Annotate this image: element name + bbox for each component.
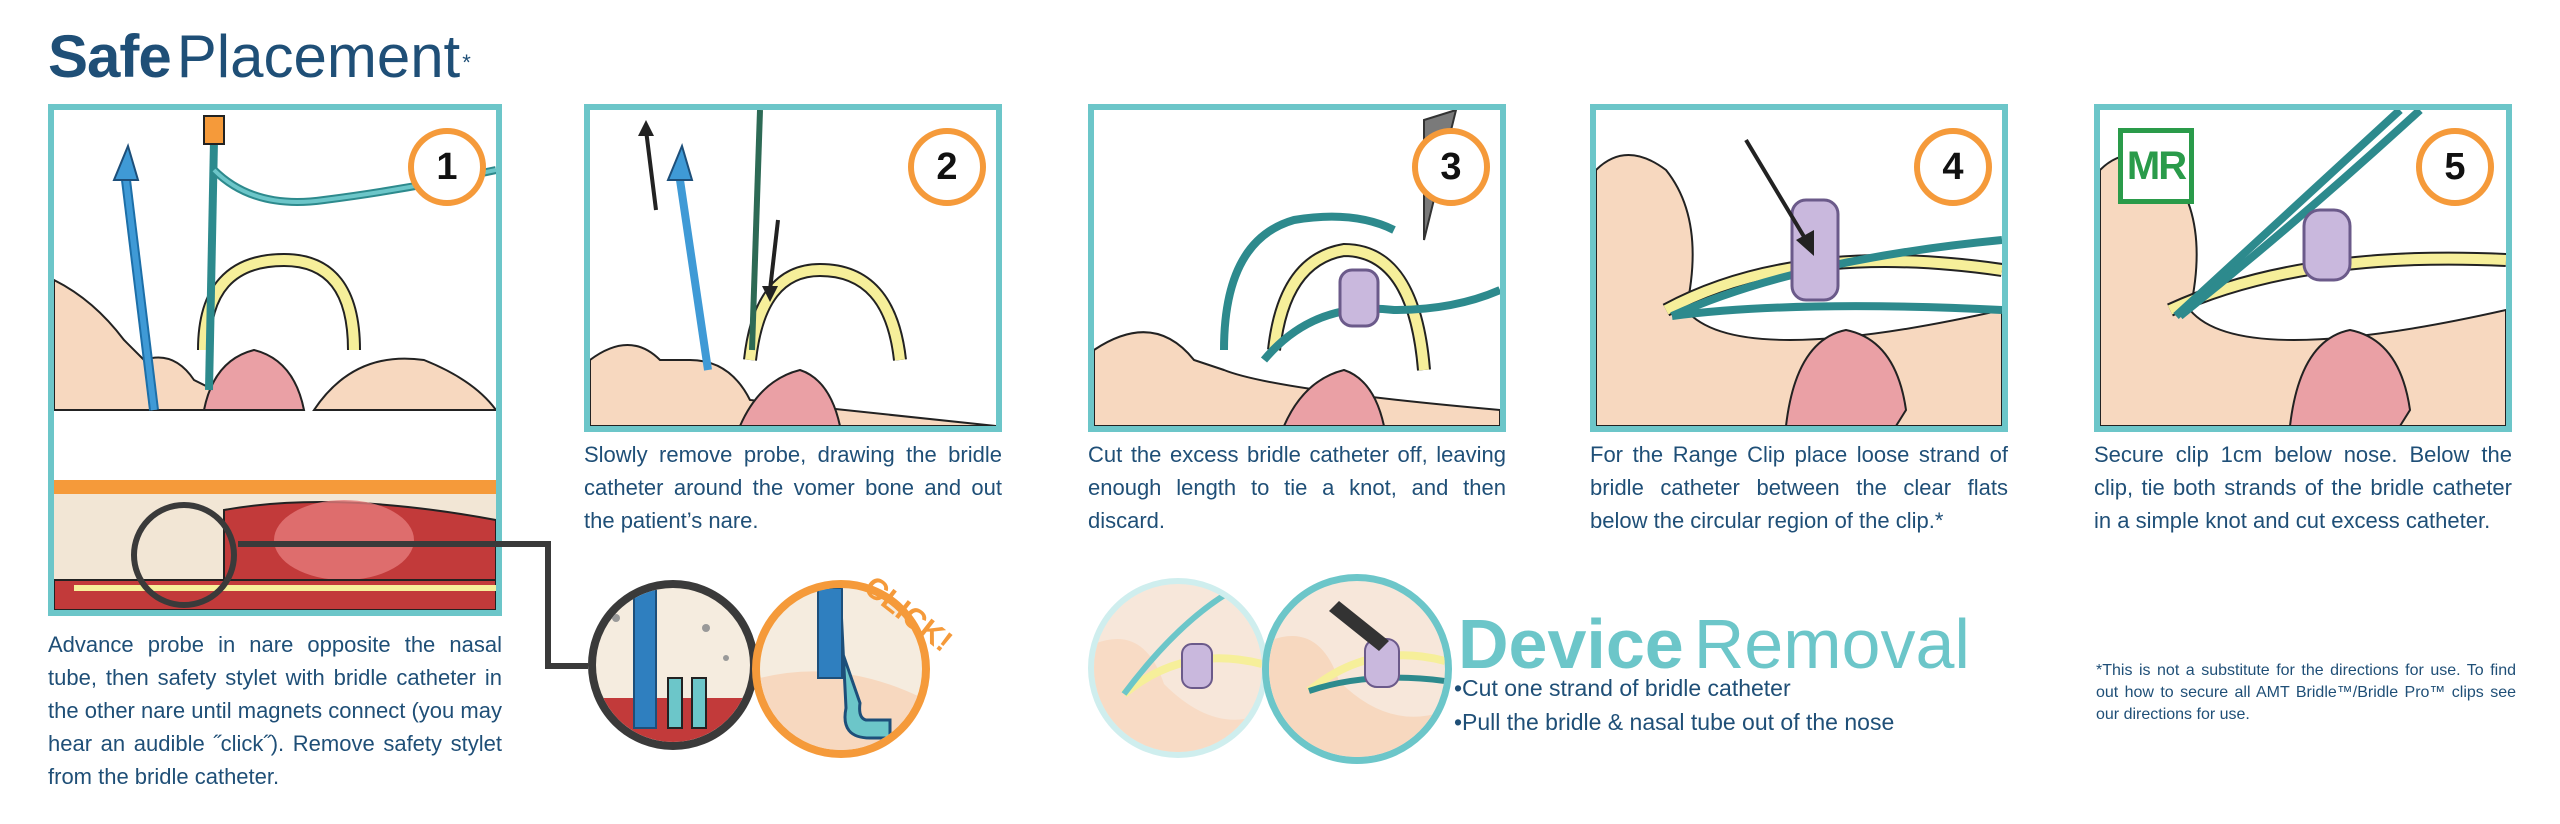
step-2-illustration: 2: [584, 104, 1002, 432]
step-4-illustration: 4: [1590, 104, 2008, 432]
step-3-caption: Cut the excess bridle catheter off, leav…: [1088, 442, 1506, 533]
step-2-caption: Slowly remove probe, drawing the bridle …: [584, 442, 1002, 533]
zoom-callout-magnets: [588, 580, 758, 750]
step-4-number: 4: [1942, 146, 1964, 188]
zoom-callout-click: [752, 580, 930, 758]
callout-connector: [238, 541, 588, 669]
mr-safe-badge: MR: [2118, 128, 2194, 204]
step-2-number: 2: [936, 146, 958, 188]
step-5-badge: 5: [2416, 128, 2494, 206]
step-3-number: 3: [1440, 146, 1462, 188]
step-5-number: 5: [2444, 146, 2466, 188]
step-1-caption: Advance probe in nare opposite the nasal…: [48, 632, 502, 789]
step-4-drawing: [1596, 138, 2002, 426]
step-5-drawing: [2100, 110, 2506, 426]
removal-title-bold: Device: [1458, 605, 1684, 683]
step-1-badge: 1: [408, 128, 486, 206]
title-mark: *: [462, 50, 471, 75]
step-2-badge: 2: [908, 128, 986, 206]
step-2-drawing: [590, 110, 996, 426]
removal-left-drawing: [1094, 584, 1262, 752]
title-light: Placement: [176, 23, 461, 90]
removal-right-drawing: [1269, 601, 1445, 757]
step-1-number: 1: [436, 146, 458, 188]
removal-illustration-left: [1088, 578, 1268, 758]
removal-illustration-right: [1262, 574, 1452, 764]
disclaimer-footnote: *This is not a substitute for the direct…: [2096, 662, 2516, 723]
removal-title-light: Removal: [1693, 605, 1970, 683]
step-3-illustration: 3: [1088, 104, 1506, 432]
removal-step-cut: •Cut one strand of bridle catheter: [1454, 675, 1791, 701]
step-4-caption: For the Range Clip place loose strand of…: [1590, 442, 2008, 533]
click-closeup-drawing: [760, 588, 922, 750]
step-5-caption: Secure clip 1cm below nose. Below the cl…: [2094, 442, 2512, 533]
step-5-illustration: MR 5: [2094, 104, 2512, 432]
removal-step-pull: •Pull the bridle & nasal tube out of the…: [1454, 709, 1895, 735]
title-bold: Safe: [48, 23, 172, 90]
step-3-badge: 3: [1412, 128, 1490, 206]
step-4-badge: 4: [1914, 128, 1992, 206]
magnet-closeup-drawing: [596, 588, 750, 742]
